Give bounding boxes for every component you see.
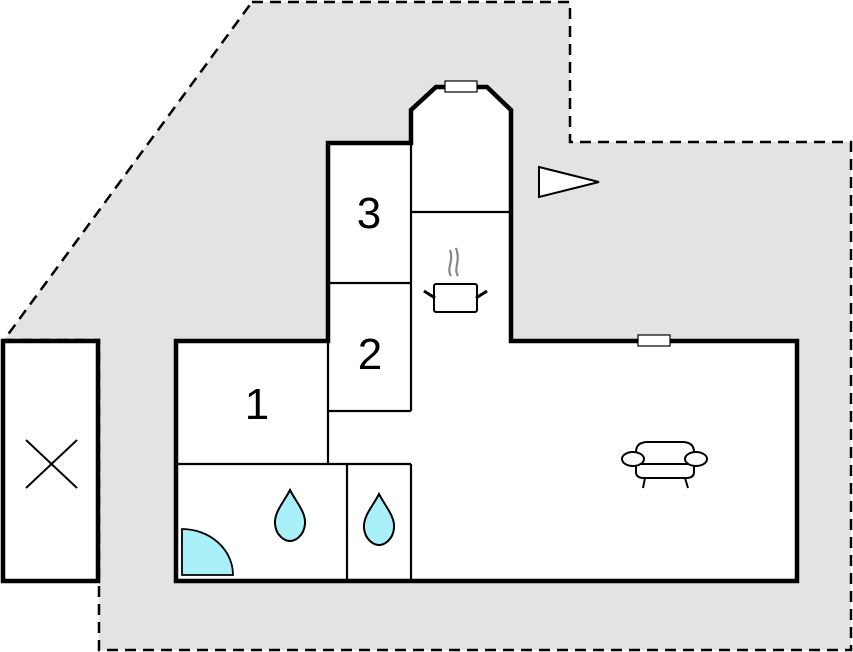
north-arrow-icon	[538, 165, 600, 199]
exterior-wall	[173, 84, 800, 584]
bathroom-drop-icon	[273, 487, 307, 543]
window-top	[444, 80, 478, 93]
interior-walls	[176, 143, 511, 581]
room-label-2: 2	[357, 330, 383, 379]
kitchen-pot-icon	[423, 247, 488, 313]
room-label-3: 3	[356, 189, 382, 238]
room-label-1: 1	[244, 380, 270, 429]
window-living	[637, 334, 671, 347]
terrace-x-icon	[0, 338, 101, 584]
toilet-drop-icon	[362, 491, 396, 547]
sofa-icon	[621, 441, 708, 489]
shower-icon	[181, 528, 234, 576]
